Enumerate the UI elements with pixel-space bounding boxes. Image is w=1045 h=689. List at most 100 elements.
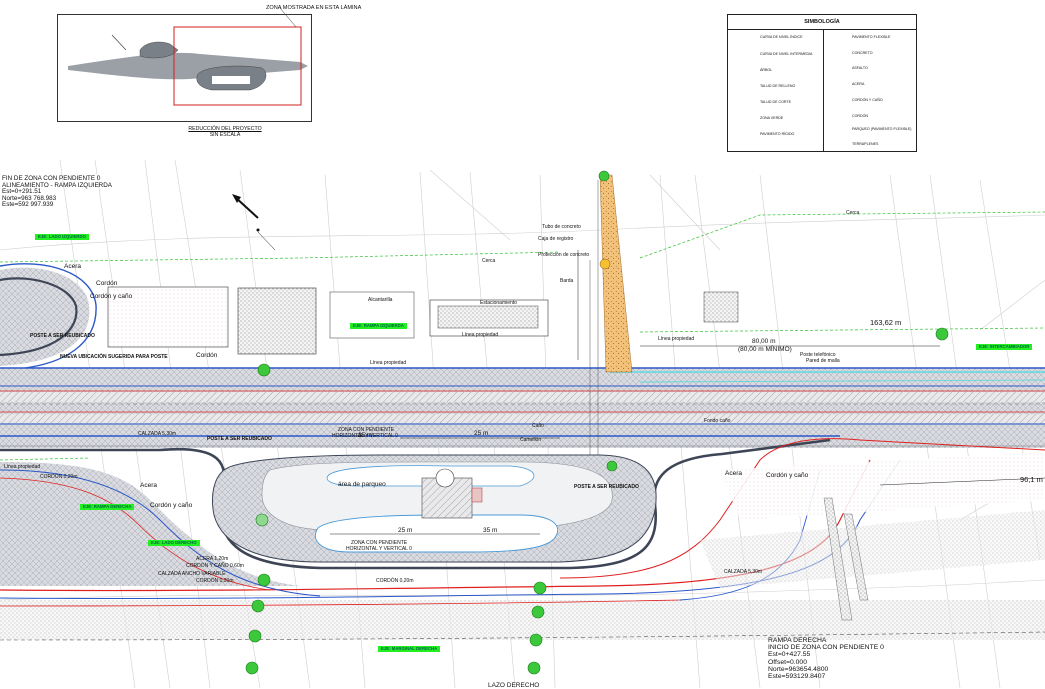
label-25m-bottom: 25 m bbox=[398, 527, 413, 534]
tree-icon bbox=[529, 633, 543, 647]
main-road bbox=[0, 367, 1045, 448]
label-cordon-020-b: CORDÓN 0,20m bbox=[376, 578, 414, 584]
label-80m-minimo: (80,00 m MÍNIMO) bbox=[738, 346, 792, 353]
tree-icon bbox=[251, 599, 265, 613]
tree-icon bbox=[255, 513, 269, 527]
location-map-caption: REDUCCIÓN DEL PROYECTO SIN ESCALA bbox=[180, 126, 270, 138]
info-line: Norte=963654.4800 bbox=[768, 665, 829, 673]
label-25m-top: 25 m bbox=[474, 430, 489, 437]
axis-tag-rampa-derecha: EJE: RAMPA DERECHA bbox=[80, 504, 135, 510]
label-alcantarilla: Alcantarilla bbox=[368, 297, 393, 303]
tree-icons bbox=[245, 170, 949, 675]
legend-label: CURVA DE NIVEL ÍNDICE bbox=[760, 35, 803, 39]
label-poste-reubicado-2: POSTE A SER REUBICADO bbox=[207, 436, 272, 442]
info-line: Este=592 997.939 bbox=[2, 201, 54, 209]
label-cordon-mid: Cordón bbox=[196, 352, 218, 359]
legend-label: TALUD DE CORTE bbox=[760, 100, 792, 104]
label-35m-bottom: 35 m bbox=[483, 527, 498, 534]
info-line: INICIO DE ZONA CON PENDIENTE 0 bbox=[768, 644, 884, 652]
label-caja-registro: Caja de registro bbox=[538, 236, 574, 242]
label-estacion: Estacionamiento bbox=[480, 300, 517, 306]
info-line: Offset=0.000 bbox=[768, 658, 807, 666]
label-cerca-right: Cerca bbox=[846, 210, 860, 216]
label-calzada-right: CALZADA 5,30m bbox=[724, 569, 763, 575]
label-lazo-derecho: LAZO DERECHO bbox=[488, 682, 540, 689]
tree-icon bbox=[245, 661, 259, 675]
tree-icon bbox=[935, 327, 949, 341]
info-line: Este=593129.8407 bbox=[768, 673, 826, 681]
label-poste-reubicado-3: POSTE A SER REUBICADO bbox=[574, 484, 639, 490]
axis-tag-rampa-izquierda: EJE: RAMPA IZQUIERDA bbox=[350, 323, 407, 329]
legend-label: CORDÓN bbox=[852, 114, 868, 118]
info-line: RAMPA DERECHA bbox=[768, 637, 827, 644]
label-cordon-y-cano-right: Cordón y caño bbox=[766, 472, 809, 479]
label-pared-malla: Pared de malla bbox=[806, 358, 840, 364]
tree-icon bbox=[606, 460, 618, 472]
legend-label: CONCRETO bbox=[852, 51, 873, 55]
legend-label: ACERA bbox=[852, 82, 865, 86]
legend-title: SIMBOLOGÍA bbox=[728, 15, 916, 30]
location-minimap bbox=[68, 7, 308, 106]
label-acera-top: Acera bbox=[64, 263, 81, 270]
label-zona-pendiente-top-2: HORIZONTAL Y VERTICAL 0 bbox=[332, 433, 398, 439]
tree-icon bbox=[257, 363, 271, 377]
label-barda: Barda bbox=[560, 278, 574, 284]
label-cordon-y-cano-dim: CORDÓN Y CAÑO 0,60m bbox=[186, 563, 244, 569]
label-acera-left: Acera bbox=[140, 482, 157, 489]
label-tubo-concreto: Tubo de concreto bbox=[542, 224, 581, 230]
location-map-label: ZONA MOSTRADA EN ESTA LÁMINA bbox=[266, 5, 362, 11]
label-linea-propiedad-4: Línea propiedad bbox=[4, 464, 41, 470]
location-map-frame bbox=[57, 14, 312, 122]
alignment-info-bottom-right: RAMPA DERECHA INICIO DE ZONA CON PENDIEN… bbox=[768, 637, 884, 680]
green-zone-lines bbox=[0, 211, 1045, 461]
label-cordon-020: CORDÓN 0,20m bbox=[196, 578, 234, 584]
label-cano: Caño bbox=[532, 423, 544, 429]
parking-lot-top bbox=[107, 286, 739, 355]
info-line: ALINEAMIENTO - RAMPA IZQUIERDA bbox=[2, 181, 112, 189]
label-fondo-cano: Fondo caño bbox=[704, 418, 731, 424]
label-163m: 163,62 m bbox=[870, 318, 902, 327]
legend-label: PAVIMENTO RÍGIDO bbox=[760, 132, 795, 136]
label-area-parqueo: área de parqueo bbox=[338, 481, 386, 488]
legend-label: PARQUEO (PAVIMENTO FLEXIBLE) bbox=[852, 127, 912, 131]
label-cordon-005: CORDÓN 0,20m bbox=[40, 474, 78, 480]
bottom-left-ramp bbox=[0, 469, 321, 597]
axis-tag-lado-izquierdo: EJE: LADO IZQUIERDO bbox=[35, 234, 89, 240]
tree-icon bbox=[598, 170, 610, 182]
tree-icon bbox=[533, 581, 547, 595]
axis-tag-marginal-derecha: EJE: MARGINAL DERECHA bbox=[378, 646, 441, 652]
label-35m-top: 35 m bbox=[358, 432, 373, 439]
central-island bbox=[0, 438, 831, 570]
caption-line-1: REDUCCIÓN DEL PROYECTO bbox=[188, 126, 262, 132]
label-zona-pendiente-bottom: ZONA CON PENDIENTE bbox=[351, 540, 408, 546]
label-linea-propiedad-2: Línea propiedad bbox=[462, 332, 499, 338]
label-zona-pendiente-bottom-2: HORIZONTAL Y VERTICAL 0 bbox=[346, 546, 412, 552]
caption-line-2: SIN ESCALA bbox=[209, 132, 241, 138]
label-nueva-ubicacion: NUEVA UBICACIÓN SUGERIDA PARA POSTE bbox=[60, 354, 168, 360]
label-cordon-y-cano-left: Cordón y caño bbox=[150, 502, 193, 509]
label-linea-propiedad-1: Línea propiedad bbox=[370, 360, 407, 366]
label-proteccion-concreto: Protección de concreto bbox=[538, 252, 590, 258]
lower-ramps bbox=[0, 438, 1045, 641]
legend-label: PAVIMENTO FLEXIBLE bbox=[852, 35, 891, 39]
legend-divider bbox=[823, 29, 824, 151]
info-line: Est=0+291.51 bbox=[2, 188, 42, 196]
gravel-strip bbox=[589, 174, 633, 470]
axis-tag-lado-derecho: EJE: LADO DERECHO bbox=[148, 540, 200, 546]
label-cordon-top: Cordón bbox=[96, 280, 118, 287]
legend-label: ASFALTO bbox=[852, 66, 868, 70]
axis-tag-intercambiador: EJE: INTERCAMBIADOR bbox=[976, 344, 1033, 350]
info-line: FIN DE ZONA CON PENDIENTE 0 bbox=[2, 175, 101, 182]
label-zona-pendiente-top: ZONA CON PENDIENTE bbox=[338, 427, 395, 433]
alignment-info-top-left: FIN DE ZONA CON PENDIENTE 0 ALINEAMIENTO… bbox=[2, 175, 112, 209]
top-left-loop-ramp bbox=[0, 263, 97, 371]
label-acera-right: Acera bbox=[725, 470, 742, 477]
label-poste-telefonico: Poste telefónico bbox=[800, 352, 836, 358]
legend-label: TALUD DE RELLENO bbox=[760, 84, 796, 88]
legend-panel: SIMBOLOGÍA CURVA DE NIVEL ÍNDICE CURVA D… bbox=[727, 14, 917, 152]
label-calzada-bottom: CALZADA ANCHO VARIABLE bbox=[158, 571, 226, 577]
legend-label: TERRAPLENES bbox=[852, 142, 879, 146]
legend-label: ÁRBOL bbox=[760, 68, 773, 72]
dimension-line-96m bbox=[879, 477, 1045, 486]
